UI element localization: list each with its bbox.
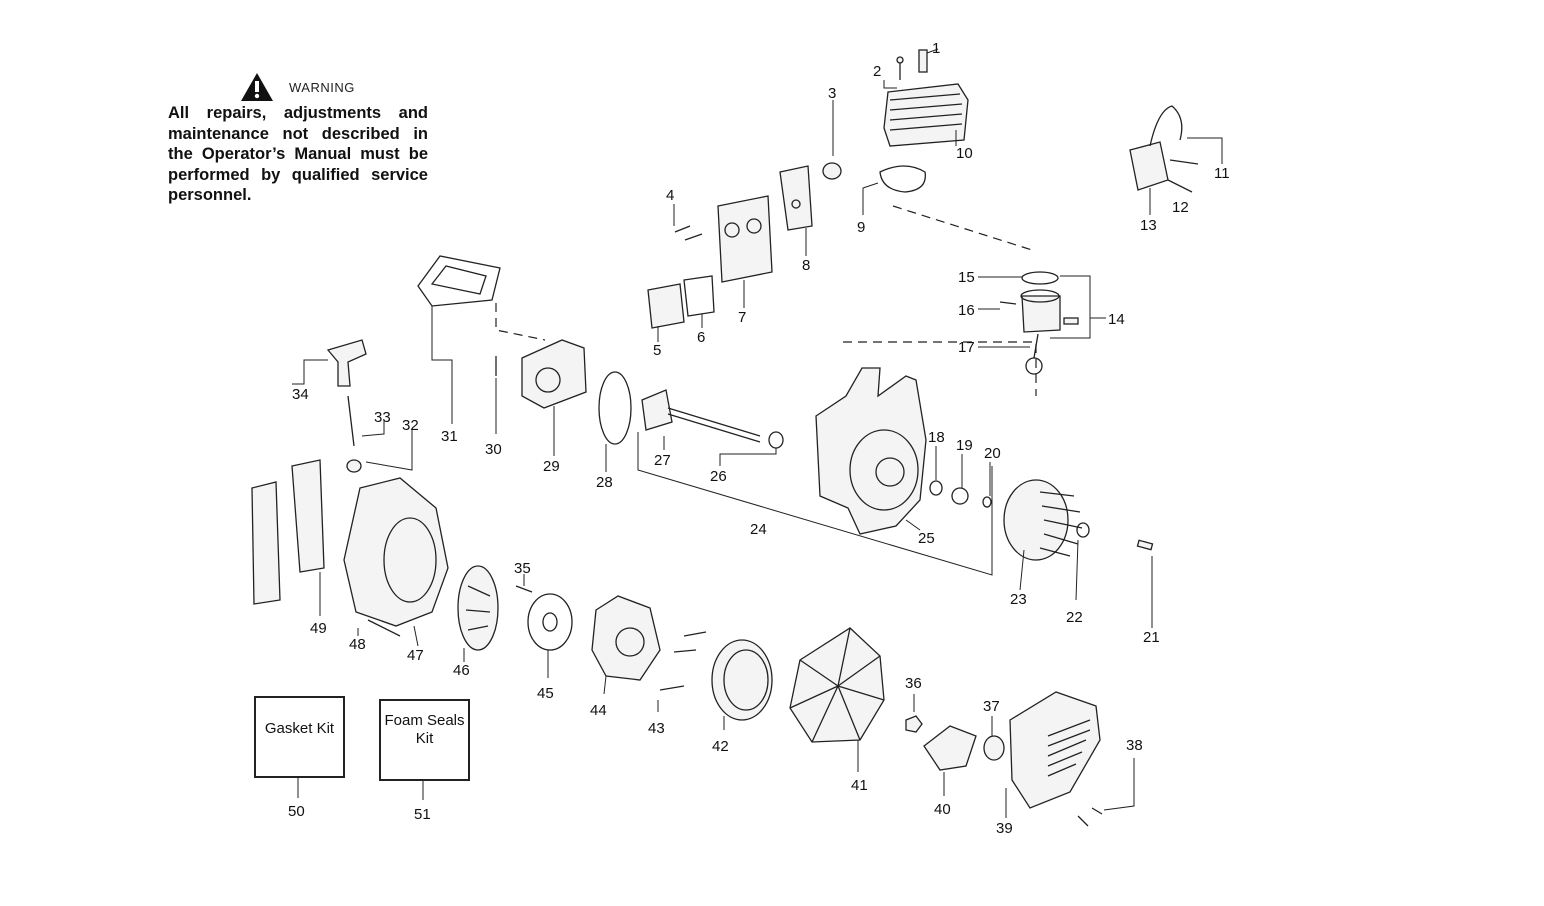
gasket-kit-label: Gasket Kit [264,720,335,737]
callout-2: 2 [873,63,881,80]
callout-22: 22 [1066,609,1083,626]
callout-14: 14 [1108,311,1125,328]
foam-seals-kit-box: Foam Seals Kit [379,699,470,781]
callout-21: 21 [1143,629,1160,646]
callout-35: 35 [514,560,531,577]
starter-screws [657,631,707,712]
housing-screws [357,619,401,637]
intake-cover [711,639,773,730]
crank-seals [929,446,1090,601]
callout-9: 9 [857,219,865,236]
mount-bracket [923,725,977,796]
callout-20: 20 [984,445,1001,462]
cover-clips [1077,758,1135,827]
foam-strips [251,459,325,616]
callout-40: 40 [934,801,951,818]
callout-36: 36 [905,675,922,692]
small-gasket [822,100,842,180]
callout-18: 18 [928,429,945,446]
flywheel [1003,479,1083,591]
cylinder-screw [883,56,904,89]
o-ring [598,371,632,472]
callout-25: 25 [918,530,935,547]
callout-17: 17 [958,339,975,356]
impeller [789,627,885,772]
carburetor-adapter [521,339,587,456]
crankcase [815,367,927,535]
callout-10: 10 [956,145,973,162]
callout-50: 50 [288,803,305,820]
piston-assembly [978,271,1106,375]
callout-16: 16 [958,302,975,319]
callout-31: 31 [441,428,458,445]
callout-27: 27 [654,452,671,469]
gasket-kit-box: Gasket Kit [254,696,345,778]
callout-39: 39 [996,820,1013,837]
crankshaft [641,389,784,466]
callout-37: 37 [983,698,1000,715]
callout-13: 13 [1140,217,1157,234]
callout-38: 38 [1126,737,1143,754]
callout-49: 49 [310,620,327,637]
callout-33: 33 [374,409,391,426]
ignition-module [1129,105,1223,215]
fan-housing [343,477,449,647]
callout-30: 30 [485,441,502,458]
callout-44: 44 [590,702,607,719]
cylinder [883,83,969,147]
callout-42: 42 [712,738,729,755]
callout-41: 41 [851,777,868,794]
muffler-shield [779,165,813,256]
warning-text: All repairs, adjustments and maintenance… [168,104,428,204]
callout-47: 47 [407,647,424,664]
callout-12: 12 [1172,199,1189,216]
callout-5: 5 [653,342,661,359]
callout-48: 48 [349,636,366,653]
starter-washer [527,593,573,678]
warning-title: WARNING [289,80,355,95]
callout-7: 7 [738,309,746,326]
callout-32: 32 [402,417,419,434]
callout-3: 3 [828,85,836,102]
callout-28: 28 [596,474,613,491]
callout-1: 1 [932,40,940,57]
callout-34: 34 [292,386,309,403]
starter-housing [591,595,661,695]
callout-29: 29 [543,458,560,475]
muffler-gasket [683,275,715,328]
blower-cover [1005,691,1101,818]
starter-pulley [457,565,499,662]
warning-icon [241,73,273,101]
callout-6: 6 [697,329,705,346]
impeller-nut [905,694,923,733]
callout-43: 43 [648,720,665,737]
foam-seals-kit-label: Foam Seals Kit [384,712,465,747]
cylinder-gasket [862,165,926,215]
callout-45: 45 [537,685,554,702]
callout-46: 46 [453,662,470,679]
woodruff-key [1136,539,1154,628]
callout-19: 19 [956,437,973,454]
callout-4: 4 [666,187,674,204]
callout-23: 23 [1010,591,1027,608]
callout-15: 15 [958,269,975,286]
callout-24: 24 [750,521,767,538]
callout-51: 51 [414,806,431,823]
exhaust-plate [647,283,685,342]
callout-26: 26 [710,468,727,485]
muffler [717,195,773,308]
callout-8: 8 [802,257,810,274]
spark-plug [918,48,939,73]
callout-labels: 1 2 3 4 5 6 7 8 9 10 11 12 13 14 15 16 1… [288,40,1230,837]
air-filter-frame [417,255,501,424]
muffler-screws [673,204,703,241]
fuel-cap [292,339,413,473]
callout-11: 11 [1214,165,1230,182]
pulley-screw [515,574,533,593]
bushing [983,716,1005,761]
